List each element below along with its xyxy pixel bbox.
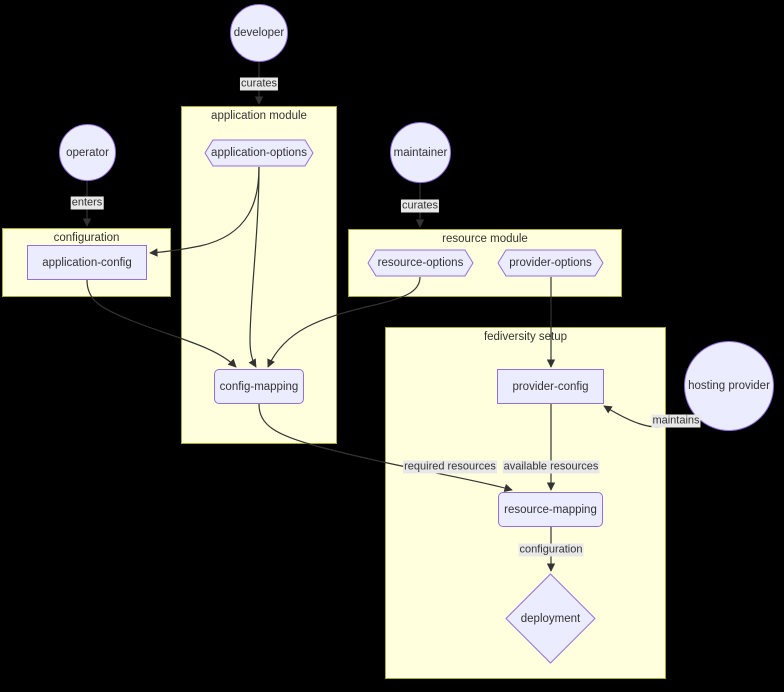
node-label-provider-config: provider-config bbox=[512, 380, 589, 393]
node-label-deployment: deployment bbox=[520, 612, 581, 625]
node-label-hosting-provider: hosting provider bbox=[688, 380, 770, 392]
edge-label-available-resources: available resources bbox=[502, 460, 600, 474]
edge-application-config-to-config-mapping bbox=[86, 279, 237, 368]
edge-label-required-resources: required resources bbox=[403, 460, 497, 474]
edge-label-curates-developer: curates bbox=[239, 77, 279, 91]
edge-application-options-to-config-mapping bbox=[248, 166, 260, 368]
node-label-developer: developer bbox=[233, 27, 285, 39]
node-maintainer[interactable]: maintainer bbox=[390, 122, 451, 183]
node-label-resource-mapping: resource-mapping bbox=[504, 503, 597, 516]
edge-application-options-to-application-config bbox=[149, 166, 260, 257]
edge-config-mapping-to-resource-mapping bbox=[258, 403, 513, 492]
node-label-resource-options: resource-options bbox=[377, 257, 464, 269]
node-label-application-options: application-options bbox=[211, 147, 307, 159]
node-provider-options[interactable]: provider-options bbox=[497, 249, 604, 277]
node-provider-config[interactable]: provider-config bbox=[497, 369, 604, 404]
edge-label-configuration: configuration bbox=[518, 543, 584, 557]
node-developer[interactable]: developer bbox=[230, 4, 288, 62]
node-deployment[interactable]: deployment bbox=[505, 573, 596, 664]
node-application-config[interactable]: application-config bbox=[27, 245, 147, 280]
cluster-label-configuration: configuration bbox=[53, 232, 120, 244]
cluster-label-fediversity-setup: fediversity setup bbox=[483, 331, 568, 343]
node-resource-mapping[interactable]: resource-mapping bbox=[498, 492, 603, 527]
edge-label-curates-maintainer: curates bbox=[400, 199, 440, 213]
edge-label-maintains: maintains bbox=[651, 414, 701, 428]
node-operator[interactable]: operator bbox=[59, 124, 116, 181]
node-application-options[interactable]: application-options bbox=[204, 139, 314, 167]
node-config-mapping[interactable]: config-mapping bbox=[214, 369, 304, 404]
node-label-application-config: application-config bbox=[42, 256, 132, 269]
cluster-label-application-module: application module bbox=[211, 110, 307, 122]
edge-resource-options-to-config-mapping bbox=[267, 276, 421, 368]
node-resource-options[interactable]: resource-options bbox=[367, 249, 474, 277]
node-hosting-provider[interactable]: hosting provider bbox=[684, 341, 774, 431]
node-label-maintainer: maintainer bbox=[393, 146, 448, 159]
node-label-config-mapping: config-mapping bbox=[219, 380, 299, 393]
cluster-label-resource-module: resource module bbox=[442, 233, 528, 245]
node-label-operator: operator bbox=[66, 146, 109, 159]
edge-label-enters-operator: enters bbox=[70, 196, 104, 210]
node-label-provider-options: provider-options bbox=[509, 257, 592, 269]
